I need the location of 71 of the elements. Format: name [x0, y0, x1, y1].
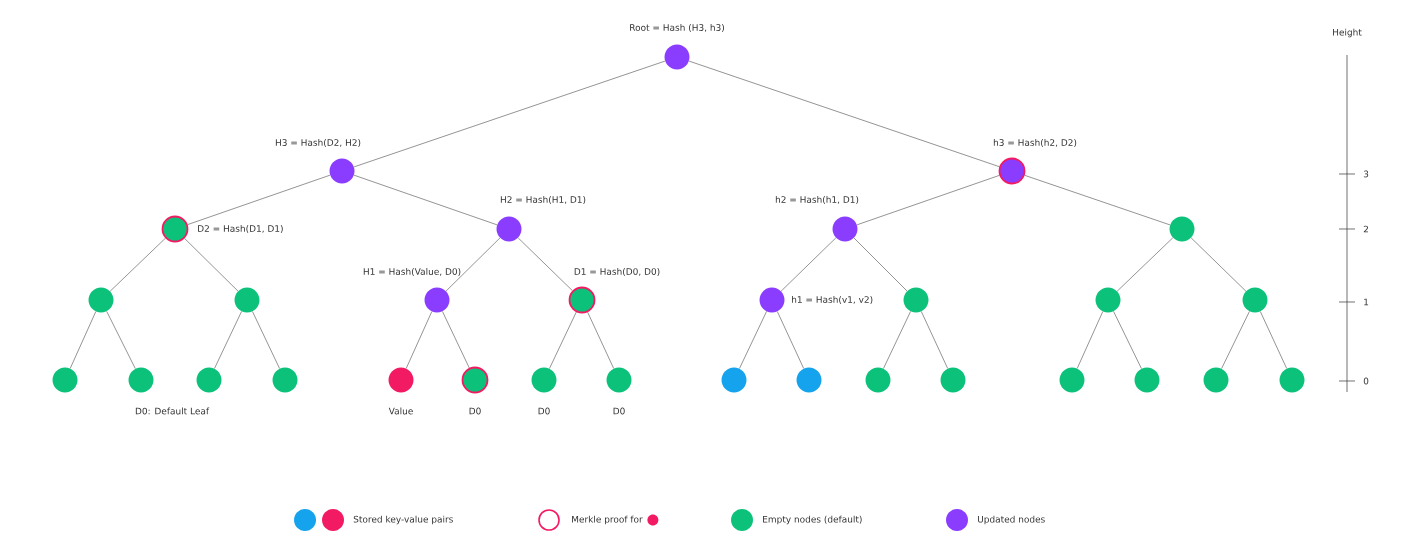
tree-edge: [1260, 311, 1287, 369]
tree-edge: [69, 311, 97, 369]
tree-edge: [1221, 311, 1250, 369]
tree-node: [721, 367, 747, 393]
tree-edge: [445, 237, 501, 292]
tick-label: 2: [1363, 225, 1368, 233]
node-label: D0: [469, 407, 481, 415]
tree-node: [234, 287, 260, 313]
tree-edge: [187, 174, 331, 225]
legend-label: Merkle proof for: [572, 515, 643, 525]
axis-title: Height: [1333, 28, 1362, 38]
tree-edge: [214, 311, 242, 369]
node-label: Root = Hash (H3, h3): [630, 24, 724, 32]
tree-edge: [921, 311, 948, 369]
tree-edge: [184, 238, 239, 292]
node-label: h2 = Hash(h1, D1): [775, 196, 859, 204]
tree-edge: [1113, 311, 1142, 369]
tree-node: [88, 287, 114, 313]
tree-node: [940, 367, 966, 393]
tree-edge: [549, 311, 577, 369]
tree-node: [1134, 367, 1160, 393]
tree-node: [1242, 287, 1268, 313]
tree-node: [903, 287, 929, 313]
legend-label: Updated nodes: [978, 515, 1045, 525]
tree-node: [1059, 367, 1085, 393]
tree-node: [1169, 216, 1195, 242]
tree-edge: [442, 311, 470, 369]
node-label: H3 = Hash(D2, H2): [275, 139, 361, 147]
tree-edge: [109, 237, 166, 292]
tree-edge: [853, 237, 908, 292]
tree-node: [128, 367, 154, 393]
node-label: h3 = Hash(h2, D2): [993, 139, 1077, 147]
tree-edge: [780, 237, 837, 292]
tree-edge: [1116, 237, 1174, 292]
tree-node: [1203, 367, 1229, 393]
tick-label: 3: [1363, 170, 1369, 178]
tree-edge: [517, 237, 573, 291]
tree-edge: [1190, 237, 1247, 292]
node-label: D0: [538, 407, 550, 415]
tree-edge: [106, 311, 136, 369]
tick-label: 0: [1363, 377, 1369, 385]
tree-node: [272, 367, 298, 393]
node-label: D1 = Hash(D0, D0): [574, 268, 660, 276]
legend-label: Empty nodes (default): [763, 515, 862, 525]
node-label: D2 = Hash(D1, D1): [198, 225, 283, 233]
tree-node: [1095, 287, 1121, 313]
tree-edge: [688, 60, 1000, 167]
node-label: h1 = Hash(v1, v2): [792, 296, 873, 304]
tree-node: [52, 367, 78, 393]
tree-edge: [883, 311, 911, 369]
tree-edge: [252, 311, 280, 369]
tree-node: [865, 367, 891, 393]
tree-edge: [587, 311, 614, 369]
tree-edge: [1024, 175, 1171, 226]
node-label: Value: [388, 407, 413, 415]
leaf-caption: D0: Default Leaf: [135, 407, 210, 415]
node-label: H2 = Hash(H1, D1): [500, 196, 586, 204]
tree-edge: [353, 174, 498, 226]
tree-edge: [739, 311, 767, 369]
tree-edge: [1076, 311, 1104, 369]
tree-node: [796, 367, 822, 393]
node-label: H1 = Hash(Value, D0): [363, 268, 461, 276]
tree-edge: [353, 60, 666, 168]
tree-edge: [405, 311, 433, 369]
tree-edge: [777, 311, 804, 369]
tree-node: [1279, 367, 1305, 393]
tree-edge: [856, 175, 1000, 226]
tick-label: 1: [1364, 298, 1369, 306]
tree-node: [196, 367, 222, 393]
legend-label: Stored key-value pairs: [353, 515, 453, 525]
node-label: D0: [613, 407, 625, 415]
